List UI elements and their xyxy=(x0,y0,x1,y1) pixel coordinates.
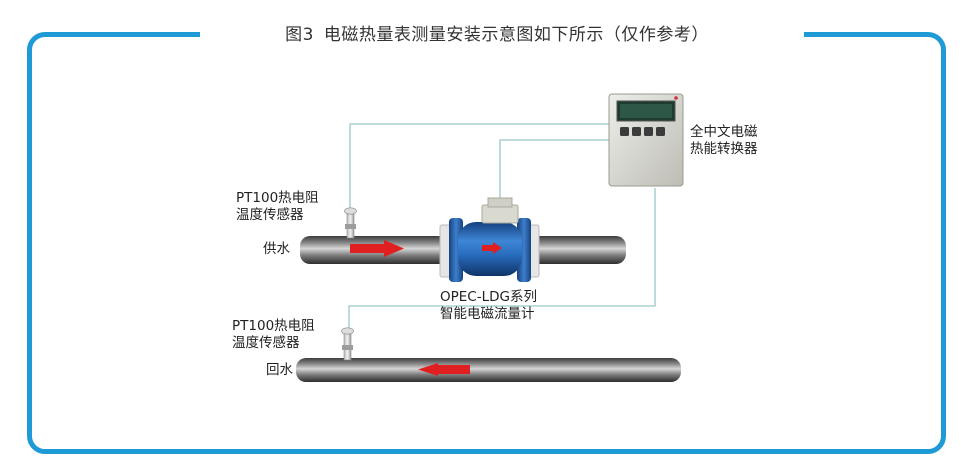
flowmeter-label-line2: 智能电磁流量计 xyxy=(440,306,535,322)
return-pipe xyxy=(296,358,681,382)
supply-sensor-label-line2: 温度传感器 xyxy=(236,207,304,223)
heat-energy-converter xyxy=(608,93,684,187)
supply-sensor-label: PT100热电阻 温度传感器 xyxy=(236,190,319,224)
figure-number: 图3 xyxy=(285,25,314,45)
return-sensor-label-line2: 温度传感器 xyxy=(232,335,300,351)
supply-sensor-label-line1: PT100热电阻 xyxy=(236,190,319,206)
converter-keypad xyxy=(620,127,665,136)
return-sensor-label-line1: PT100热电阻 xyxy=(232,318,315,334)
supply-flow-arrow xyxy=(350,240,404,257)
title-mask xyxy=(200,18,804,48)
diagram-title: 图3 电磁热量表测量安装示意图如下所示（仅作参考） xyxy=(200,20,804,45)
flowmeter-label-line1: OPEC-LDG系列 xyxy=(440,289,537,305)
supply-label: 供水 xyxy=(263,241,290,257)
return-sensor-label: PT100热电阻 温度传感器 xyxy=(232,318,315,352)
return-temperature-sensor xyxy=(341,327,354,361)
supply-temperature-sensor xyxy=(344,207,357,239)
electromagnetic-flowmeter xyxy=(439,197,540,282)
meter-flow-arrow xyxy=(482,242,502,254)
wire-supply-sensor xyxy=(349,123,618,212)
flowmeter-label: OPEC-LDG系列 智能电磁流量计 xyxy=(440,289,537,323)
converter-label-line2: 热能转换器 xyxy=(690,141,758,157)
return-flow-arrow xyxy=(418,363,470,376)
signal-wires xyxy=(348,123,656,330)
title-text: 电磁热量表测量安装示意图如下所示（仅作参考） xyxy=(323,25,709,45)
wire-flowmeter xyxy=(499,139,618,205)
wire-return-sensor xyxy=(348,188,656,330)
converter-label-line1: 全中文电磁 xyxy=(690,124,758,140)
return-label: 回水 xyxy=(266,362,293,378)
converter-label: 全中文电磁 热能转换器 xyxy=(690,124,758,158)
